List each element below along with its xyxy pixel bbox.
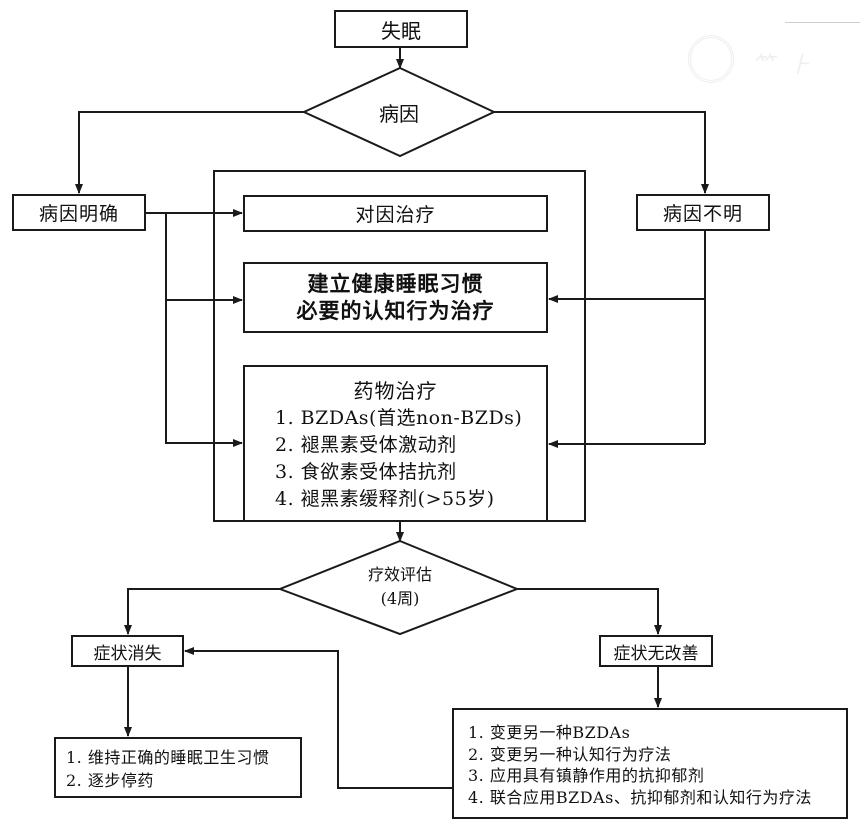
node-insomnia: 失眠 — [334, 10, 468, 48]
node-evaluation-sublabel: (4周) — [380, 589, 420, 608]
edge-evaluation-to-resolved — [124, 588, 280, 635]
treatment-group-frame — [213, 170, 586, 522]
node-cause-label: 病因 — [379, 101, 419, 126]
node-drug-therapy: 药物治疗 1. BZDAs(首选non-BZDs) 2. 褪黑素受体激动剂 3.… — [243, 365, 548, 522]
node-evaluation-label: 疗效评估 — [367, 565, 432, 584]
node-not-improved-label: 症状无改善 — [613, 643, 699, 664]
cause-diamond-shape — [301, 66, 497, 158]
node-symptoms-not-improved: 症状无改善 — [599, 635, 713, 667]
edge-cause-to-unknown — [494, 111, 709, 194]
drug-list-item: 2. 褪黑素受体激动剂 — [275, 434, 457, 456]
node-habits-line-2: 必要的认知行为治疗 — [296, 298, 495, 323]
resolved-action-item: 2. 逐步停药 — [66, 771, 154, 790]
node-evaluation-decision: 疗效评估 (4周) — [330, 563, 470, 611]
node-sleep-habits-cbt: 建立健康睡眠习惯 必要的认知行为治疗 — [243, 262, 548, 333]
drug-list-item: 4. 褪黑素缓释剂(>55岁) — [275, 488, 495, 510]
node-cause-treatment: 对因治疗 — [243, 195, 548, 232]
edge-cause-to-known — [75, 111, 304, 194]
unimproved-action-item: 1. 变更另一种BZDAs — [468, 723, 631, 742]
node-cause-treatment-label: 对因治疗 — [355, 204, 436, 226]
node-habits-line-1: 建立健康睡眠习惯 — [307, 271, 484, 296]
node-resolved-actions: 1. 维持正确的睡眠卫生习惯 2. 逐步停药 — [54, 737, 302, 798]
evaluation-diamond-shape — [277, 539, 520, 636]
drug-list-item: 1. BZDAs(首选non-BZDs) — [275, 407, 523, 429]
drug-list-item: 3. 食欲素受体拮抗剂 — [275, 461, 457, 483]
node-cause-known-label: 病因明确 — [38, 203, 119, 225]
unimproved-action-item: 3. 应用具有镇静作用的抗抑郁剂 — [468, 766, 705, 785]
unimproved-action-item: 2. 变更另一种认知行为疗法 — [468, 744, 672, 764]
decorative-rule — [785, 22, 860, 23]
node-drug-title: 药物治疗 — [353, 379, 438, 403]
node-cause-decision: 病因 — [343, 96, 455, 128]
unimproved-action-item: 4. 联合应用BZDAs、抗抑郁剂和认知行为疗法 — [468, 787, 812, 807]
node-resolved-label: 症状消失 — [93, 643, 162, 664]
edge-evaluation-to-not-improved — [517, 588, 662, 635]
node-insomnia-label: 失眠 — [381, 18, 421, 43]
resolved-action-item: 1. 维持正确的睡眠卫生习惯 — [66, 748, 270, 767]
node-unimproved-actions: 1. 变更另一种BZDAs 2. 变更另一种认知行为疗法 3. 应用具有镇静作用… — [452, 708, 848, 819]
edge-actions-back-to-resolved — [184, 647, 452, 789]
node-cause-unknown: 病因不明 — [636, 194, 770, 231]
node-cause-known: 病因明确 — [12, 194, 146, 231]
node-cause-unknown-label: 病因不明 — [662, 203, 743, 225]
node-symptoms-resolved: 症状消失 — [71, 635, 184, 667]
